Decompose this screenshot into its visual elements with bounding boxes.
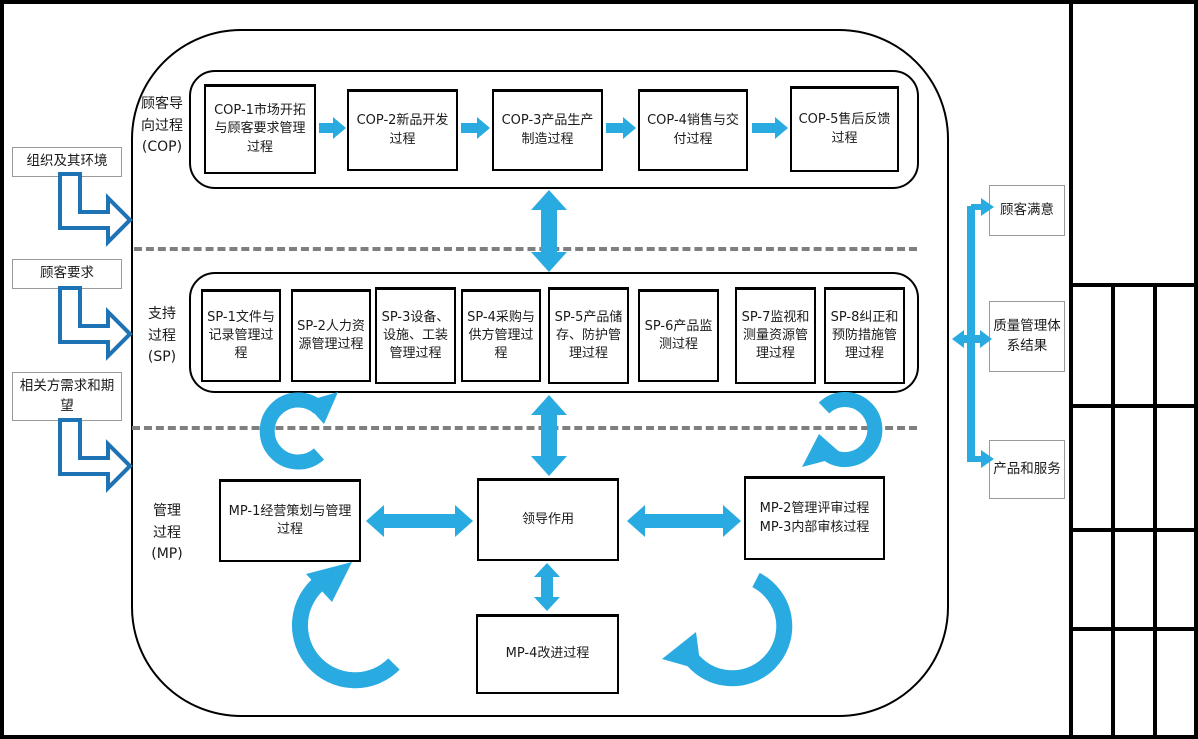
- table-col-line-1: [1111, 283, 1115, 735]
- sp8-box: SP-8纠正和预防措施管理过程: [824, 287, 905, 384]
- mp1-box: MP-1经营策划与管理过程: [219, 479, 361, 562]
- table-col-line-2: [1153, 283, 1157, 735]
- cop5-box: COP-5售后反馈过程: [790, 86, 899, 172]
- table-row-line-2: [1069, 404, 1194, 408]
- sp-row-label: 支持 过程 (SP): [147, 306, 177, 366]
- sp6-box: SP-6产品监测过程: [638, 289, 719, 382]
- elbow-arrow-customer-requirements-input: [58, 286, 133, 361]
- cop1-box: COP-1市场开拓与顾客要求管理过程: [204, 84, 316, 174]
- table-row-line-1: [1069, 283, 1194, 287]
- output-box-products-services: 产品和服务: [989, 440, 1065, 499]
- right-connector-middle-double-arrow: [952, 330, 992, 348]
- dashed-separator-sp-mp: [132, 426, 917, 430]
- leadership-box: 领导作用: [477, 478, 619, 561]
- cop2-box: COP-2新品开发过程: [347, 89, 458, 171]
- input-box-customer-requirements: 顾客要求: [12, 259, 122, 289]
- output-box-qms-results: 质量管理体系结果: [989, 301, 1065, 372]
- sp4-box: SP-4采购与供方管理过程: [461, 289, 541, 382]
- elbow-arrow-party-needs-input: [58, 418, 133, 493]
- output-box-customer-satisfaction: 顾客满意: [989, 185, 1065, 236]
- table-left-border: [1069, 4, 1073, 735]
- input-box-organization-environment: 组织及其环境: [12, 147, 122, 177]
- sp2-box: SP-2人力资源管理过程: [291, 289, 371, 382]
- cop3-box: COP-3产品生产制造过程: [492, 89, 603, 171]
- cop-row-label: 顾客导 向过程 (COP): [141, 96, 183, 156]
- elbow-arrow-organization-input: [58, 172, 133, 247]
- mp2-mp3-box: MP-2管理评审过程 MP-3内部审核过程: [744, 476, 885, 560]
- table-row-line-4: [1069, 627, 1194, 631]
- dashed-separator-cop-sp: [134, 247, 917, 251]
- table-row-line-3: [1069, 528, 1194, 532]
- right-connector-vertical-line: [967, 206, 975, 462]
- sp7-box: SP-7监视和测量资源管理过程: [735, 287, 816, 384]
- sp5-box: SP-5产品储存、防护管理过程: [548, 287, 629, 384]
- input-box-interested-party-needs: 相关方需求和期望: [12, 372, 122, 421]
- sp1-box: SP-1文件与记录管理过程: [201, 289, 281, 382]
- cop4-box: COP-4销售与交付过程: [638, 89, 748, 171]
- sp3-box: SP-3设备、设施、工装管理过程: [375, 287, 456, 384]
- mp-row-label: 管理 过程 (MP): [151, 503, 183, 563]
- mp4-box: MP-4改进过程: [476, 614, 619, 694]
